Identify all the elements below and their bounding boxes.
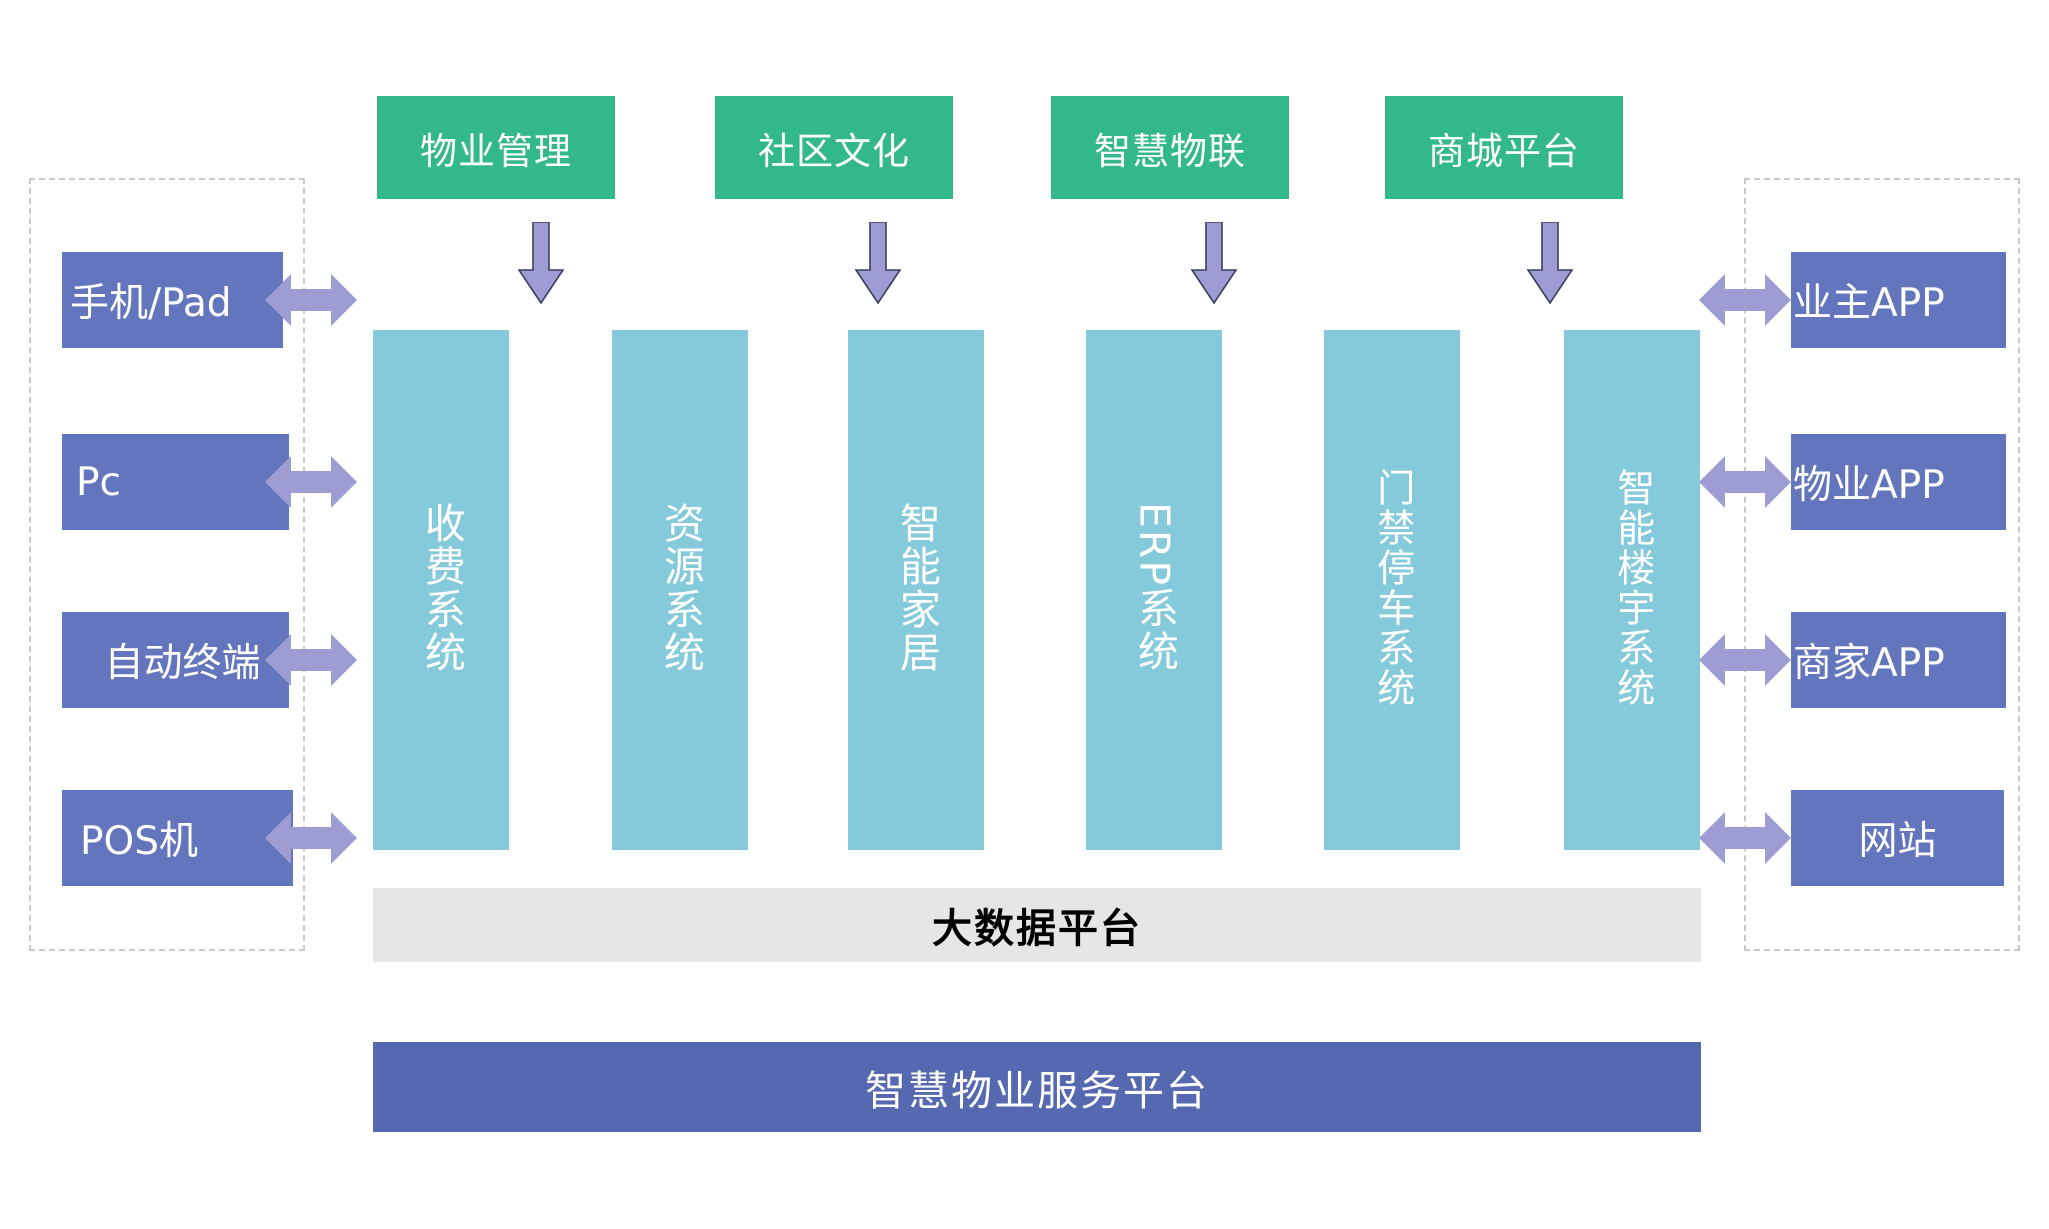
right-connector-arrow-2-icon xyxy=(1699,451,1791,513)
system-column-6[interactable]: 智能楼宇系统 xyxy=(1564,330,1700,850)
big-data-platform-bar: 大数据平台 xyxy=(373,888,1701,962)
right-connector-arrow-4-icon xyxy=(1699,807,1791,869)
client-device-3[interactable]: 自动终端 xyxy=(62,612,289,708)
double-arrow-icon xyxy=(1699,456,1791,508)
client-device-2[interactable]: Pc xyxy=(62,434,289,530)
system-column-label: 收费系统 xyxy=(417,502,466,674)
client-app-1[interactable]: 业主APP xyxy=(1791,252,2006,348)
client-app-2[interactable]: 物业APP xyxy=(1791,434,2006,530)
down-arrow-icon xyxy=(1190,221,1238,305)
system-column-1[interactable]: 收费系统 xyxy=(373,330,509,850)
service-module-4[interactable]: 商城平台 xyxy=(1385,96,1623,199)
system-column-label: 智能家居 xyxy=(892,502,941,674)
down-arrow-4-icon xyxy=(1526,221,1574,305)
double-arrow-icon xyxy=(265,634,357,686)
system-column-2[interactable]: 资源系统 xyxy=(612,330,748,850)
left-connector-arrow-4-icon xyxy=(265,807,357,869)
client-device-1[interactable]: 手机/Pad xyxy=(62,252,283,348)
system-column-5[interactable]: 门禁停车系统 xyxy=(1324,330,1460,850)
right-connector-arrow-3-icon xyxy=(1699,629,1791,691)
client-device-4[interactable]: POS机 xyxy=(62,790,293,886)
left-connector-arrow-3-icon xyxy=(265,629,357,691)
double-arrow-icon xyxy=(265,456,357,508)
client-app-3[interactable]: 商家APP xyxy=(1791,612,2006,708)
down-arrow-icon xyxy=(1526,221,1574,305)
double-arrow-icon xyxy=(1699,812,1791,864)
double-arrow-icon xyxy=(1699,634,1791,686)
system-column-4[interactable]: ERP系统 xyxy=(1086,330,1222,850)
left-connector-arrow-1-icon xyxy=(265,269,357,331)
double-arrow-icon xyxy=(265,274,357,326)
system-column-label: 智能楼宇系统 xyxy=(1610,468,1655,708)
service-module-3[interactable]: 智慧物联 xyxy=(1051,96,1289,199)
system-column-label: 资源系统 xyxy=(656,502,705,674)
client-devices-group xyxy=(29,178,305,951)
down-arrow-icon xyxy=(854,221,902,305)
client-app-4[interactable]: 网站 xyxy=(1791,790,2004,886)
down-arrow-1-icon xyxy=(517,221,565,305)
down-arrow-3-icon xyxy=(1190,221,1238,305)
service-module-2[interactable]: 社区文化 xyxy=(715,96,953,199)
down-arrow-2-icon xyxy=(854,221,902,305)
double-arrow-icon xyxy=(265,812,357,864)
left-connector-arrow-2-icon xyxy=(265,451,357,513)
system-column-label: 门禁停车系统 xyxy=(1370,468,1415,708)
double-arrow-icon xyxy=(1699,274,1791,326)
service-module-1[interactable]: 物业管理 xyxy=(377,96,615,199)
system-column-label: ERP系统 xyxy=(1130,502,1179,674)
system-column-3[interactable]: 智能家居 xyxy=(848,330,984,850)
smart-property-platform-bar: 智慧物业服务平台 xyxy=(373,1042,1701,1132)
down-arrow-icon xyxy=(517,221,565,305)
right-connector-arrow-1-icon xyxy=(1699,269,1791,331)
client-apps-group xyxy=(1744,178,2020,951)
